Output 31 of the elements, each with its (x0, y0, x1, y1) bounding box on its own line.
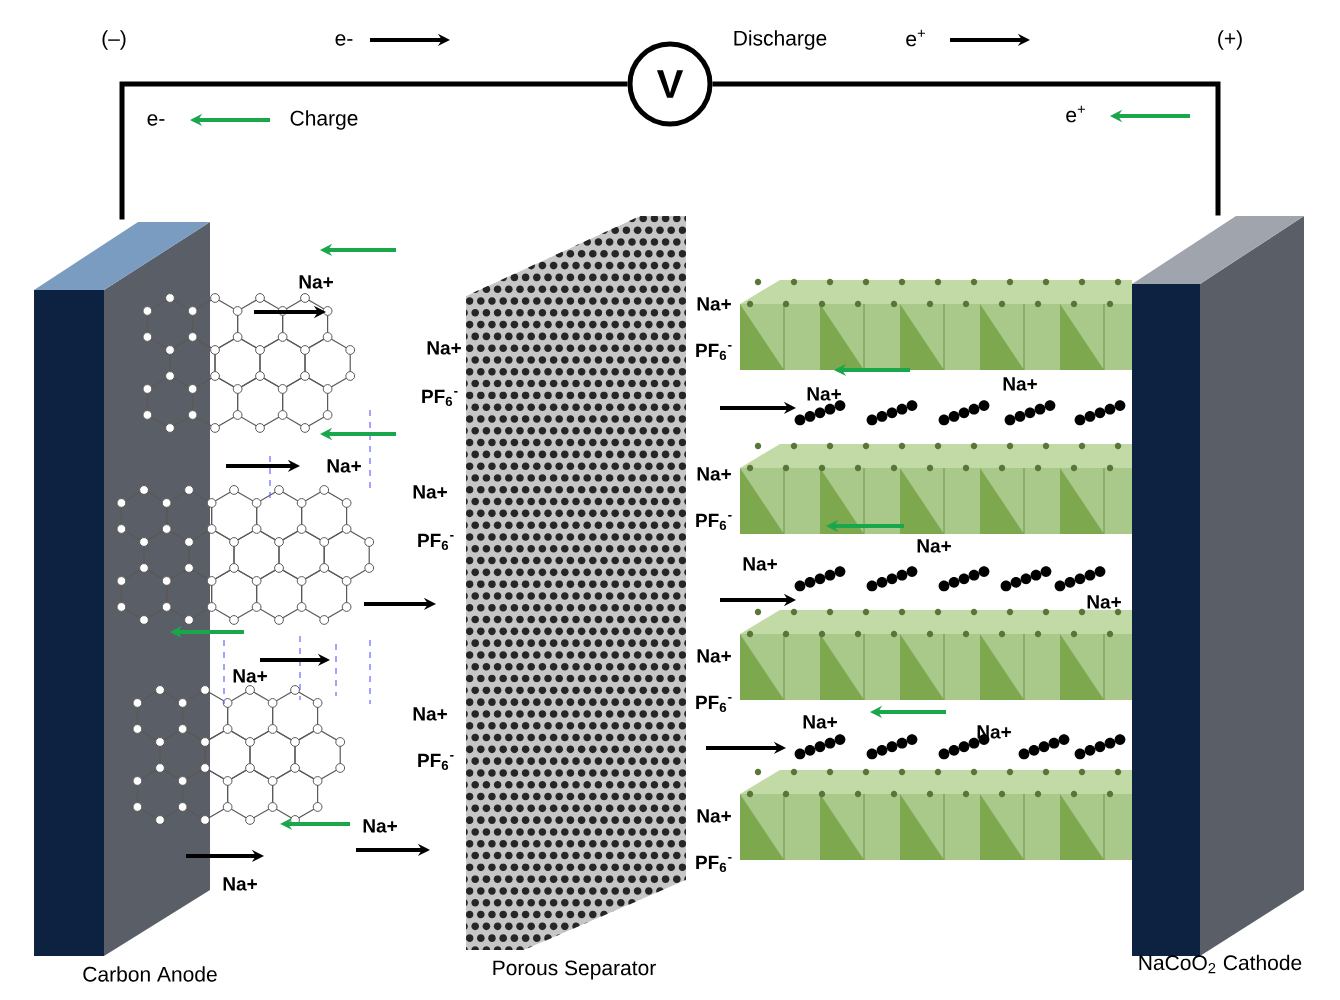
ion-label: Na+ (697, 649, 731, 663)
charge-label: e$^{+}$ (1066, 105, 1085, 123)
ion-label: Na+ (1087, 595, 1121, 609)
node-label: Carbon Anode (83, 966, 217, 982)
charge-label: e$^{+}$ (906, 29, 925, 47)
ion-label: Na+ (697, 297, 731, 311)
ion-label: Na+ (807, 387, 841, 401)
ion-label: Na+ (413, 707, 447, 721)
charge-label: e- (335, 34, 353, 46)
ion-label: Na+ (299, 275, 333, 289)
ion-label: Na+ (233, 669, 267, 683)
ion-label: Na+ (697, 809, 731, 823)
charge-label: Charge (290, 110, 358, 130)
ion-label: Na+ (363, 819, 397, 833)
wire (119, 81, 628, 220)
ion-label: Na+ (803, 715, 837, 729)
ion-label: Na+ (1003, 377, 1037, 391)
electrode-block: Carbon Anode (34, 222, 217, 982)
node-label: Porous Separator (493, 960, 656, 980)
ion-label: Na+ (697, 467, 731, 481)
charge-label: (–) (102, 30, 126, 50)
node-label: NaCoO$_{2}$ Cathode (1139, 954, 1302, 974)
wire (712, 81, 1221, 216)
charge-label: Discharge (734, 30, 827, 50)
ion-label: Na+ (743, 557, 777, 571)
charge-label: e- (147, 114, 165, 126)
ion-label: Na+ (413, 485, 447, 499)
charge-label: (+) (1218, 30, 1242, 50)
ion-label: Na+ (327, 459, 361, 473)
ion-label: Na+ (917, 539, 951, 553)
separator-block: Porous Separator (466, 216, 686, 980)
